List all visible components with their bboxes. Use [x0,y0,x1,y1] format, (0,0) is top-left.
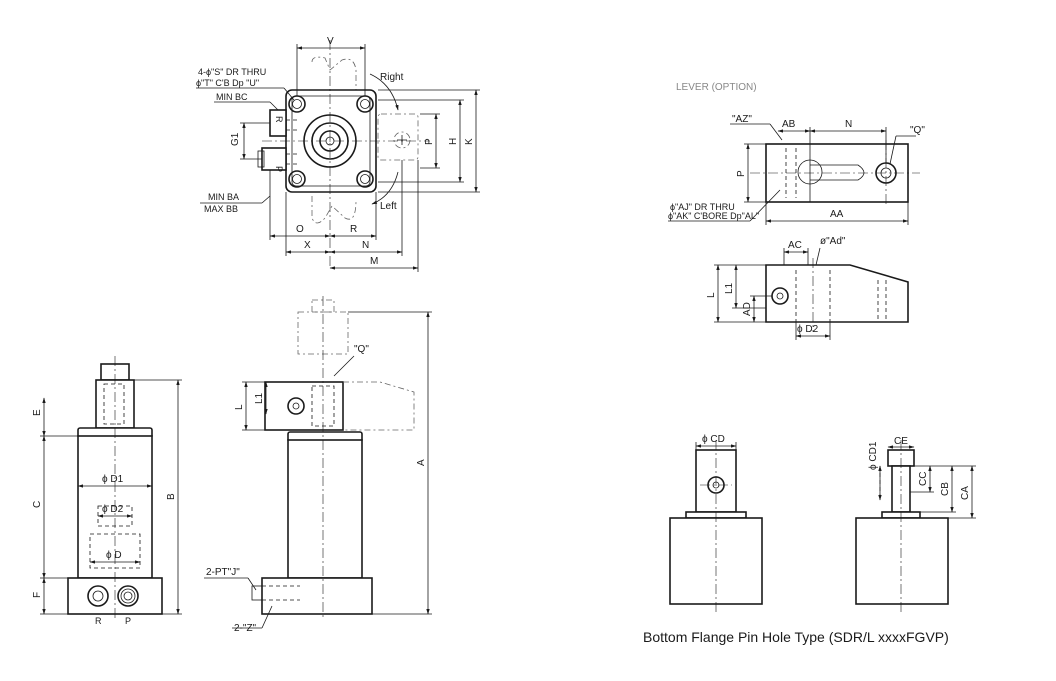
top-view [196,40,480,272]
dim-o: O [296,224,304,235]
note-aj: ϕ"AJ" DR THRU [670,202,735,212]
dim-h: H [448,138,459,145]
dim-n: N [362,240,369,251]
lever-side-view [714,247,909,340]
dim-cb: CB [940,482,951,496]
dim-d1: ϕ D1 [102,474,124,485]
dim-cd1: ϕ CD1 [868,441,879,470]
dim-ad: AD [742,302,753,316]
label-right: Right [380,72,404,83]
dim-aa: AA [830,209,844,220]
note-bolt-holes: 4-ϕ"S" DR THRU [198,67,266,77]
dim-p-top: P [424,138,435,145]
flange-front-view [669,440,763,612]
note-ak: ϕ"AK" C'BORE Dp"AL" [668,211,759,221]
dim-d2-lever: ϕ D2 [797,324,819,335]
dim-l1-side: L1 [254,392,265,404]
port-p-top: P [274,166,284,172]
dim-m: M [370,256,378,267]
dim-d2: ϕ D2 [102,504,124,515]
side-view [204,296,432,629]
flange-side-view [855,440,976,612]
dim-g1: G1 [230,132,241,146]
front-view [40,356,182,620]
dim-r: R [350,224,357,235]
dim-c: C [32,501,43,508]
dim-ce: CE [894,436,908,447]
dim-cd: ϕ CD [702,434,725,445]
dim-a: A [416,459,427,466]
port-r-label: R [95,616,102,626]
dim-n-lever: N [845,119,852,130]
dim-ac: AC [788,240,802,251]
dim-cc: CC [918,472,929,486]
dim-p-lever: P [736,170,747,177]
port-r-top: R [274,116,284,123]
dim-l1-lever: L1 [724,282,735,294]
drawing-caption: Bottom Flange Pin Hole Type (SDR/L xxxxF… [643,629,949,645]
label-az: "AZ" [732,114,752,125]
port-p-label: P [125,616,131,626]
dim-min-ba: MIN BA [208,192,239,202]
note-counterbore: ϕ"T" C'B Dp "U" [196,78,259,88]
label-z: 2-"Z" [234,623,257,634]
dim-d: ϕ D [106,550,122,561]
dim-min-bc: MIN BC [216,92,248,102]
dim-k: K [464,138,475,145]
label-q-side: "Q" [354,344,369,355]
dim-x: X [304,240,311,251]
dim-v: V [327,36,334,47]
dim-f: F [32,592,43,598]
label-pt-j: 2-PT"J" [206,567,240,578]
dim-ab: AB [782,119,796,130]
lever-title: LEVER (OPTION) [676,82,757,93]
dim-l-lever: L [706,292,717,298]
dim-ca: CA [960,486,971,500]
dim-l-side: L [234,404,245,410]
dim-ad-dia: ø"Ad" [820,236,846,247]
label-left: Left [380,201,397,212]
lever-top-view [668,123,920,225]
label-q-lever: "Q" [910,125,925,136]
dim-max-bb: MAX BB [204,204,238,214]
dim-b: B [166,493,177,500]
dim-e: E [32,409,43,416]
